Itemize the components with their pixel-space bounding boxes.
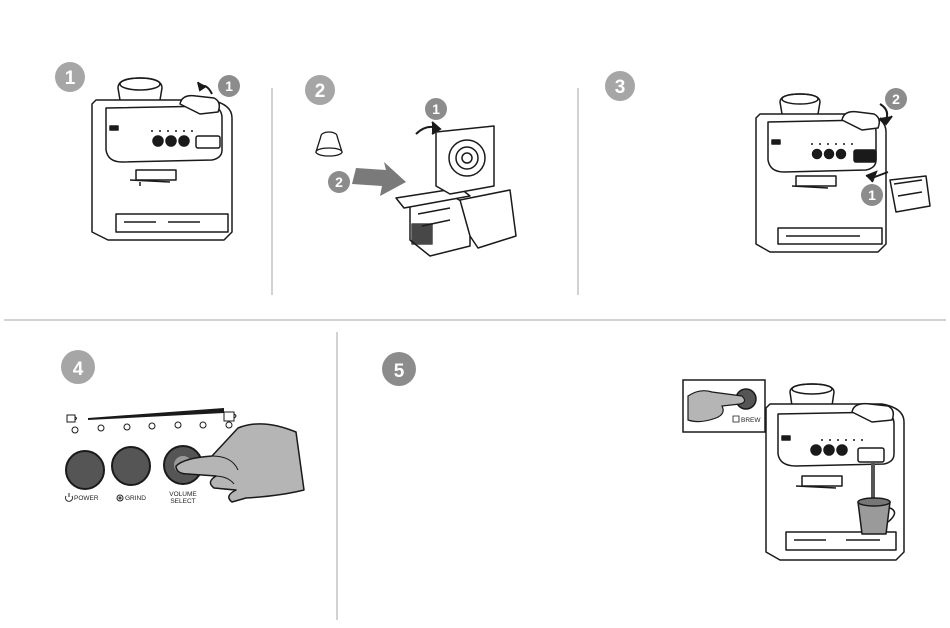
step-1-panel: 1 (55, 62, 240, 240)
insert-arrow (352, 162, 406, 196)
grind-icon (117, 495, 123, 501)
step-2-arrow (416, 122, 440, 134)
step-3-callout-2-label: 2 (892, 91, 900, 107)
volume-label: VOLUME (169, 491, 197, 498)
step-2-callout-1: 1 (425, 98, 447, 120)
espresso-machine-3 (756, 94, 930, 252)
step-1-callout-1: 1 (218, 75, 240, 97)
brew-inset: BREW (683, 380, 765, 432)
grind-label: GRIND (125, 495, 146, 502)
step-1-badge: 1 (55, 62, 85, 92)
espresso-machine-1 (92, 78, 232, 240)
step-4-panel: 4 POWER (61, 350, 304, 505)
select-label: SELECT (170, 498, 195, 505)
step-4-number: 4 (73, 359, 84, 380)
step-2-callout-2: 2 (328, 171, 350, 193)
power-button[interactable] (66, 451, 104, 489)
step-1-number: 1 (65, 68, 76, 89)
volume-indicator-bar (88, 408, 224, 420)
step-1-callout-1-label: 1 (225, 78, 233, 94)
espresso-machine-5 (766, 384, 904, 560)
step-3-callout-1-label: 1 (868, 187, 876, 203)
step-3-panel: 3 (605, 71, 930, 252)
step-3-badge: 3 (605, 71, 635, 101)
power-label: POWER (74, 495, 99, 502)
step-3-number: 3 (615, 77, 626, 98)
step-2-callout-2-label: 2 (335, 174, 343, 190)
grind-button[interactable] (112, 447, 150, 485)
step-4-badge: 4 (61, 350, 95, 384)
step-1-arrow (198, 82, 212, 94)
step-3-callout-1: 1 (861, 184, 883, 206)
step-3-callout-2: 2 (885, 88, 907, 110)
step-2-badge: 2 (305, 75, 335, 105)
power-icon (66, 493, 73, 501)
cup-small-icon (67, 415, 77, 422)
cup-large-icon (224, 412, 236, 421)
brew-label: BREW (741, 417, 761, 424)
step-5-number: 5 (394, 361, 405, 382)
capsule-holder (396, 126, 516, 256)
coffee-capsule (316, 132, 342, 156)
step-5-badge: 5 (382, 352, 416, 386)
volume-level-dots (72, 422, 232, 433)
step-2-panel: 2 1 2 (305, 75, 516, 256)
step-2-callout-1-label: 1 (432, 101, 440, 117)
step-2-number: 2 (315, 81, 326, 102)
step-5-panel: 5 BREW (382, 352, 904, 560)
